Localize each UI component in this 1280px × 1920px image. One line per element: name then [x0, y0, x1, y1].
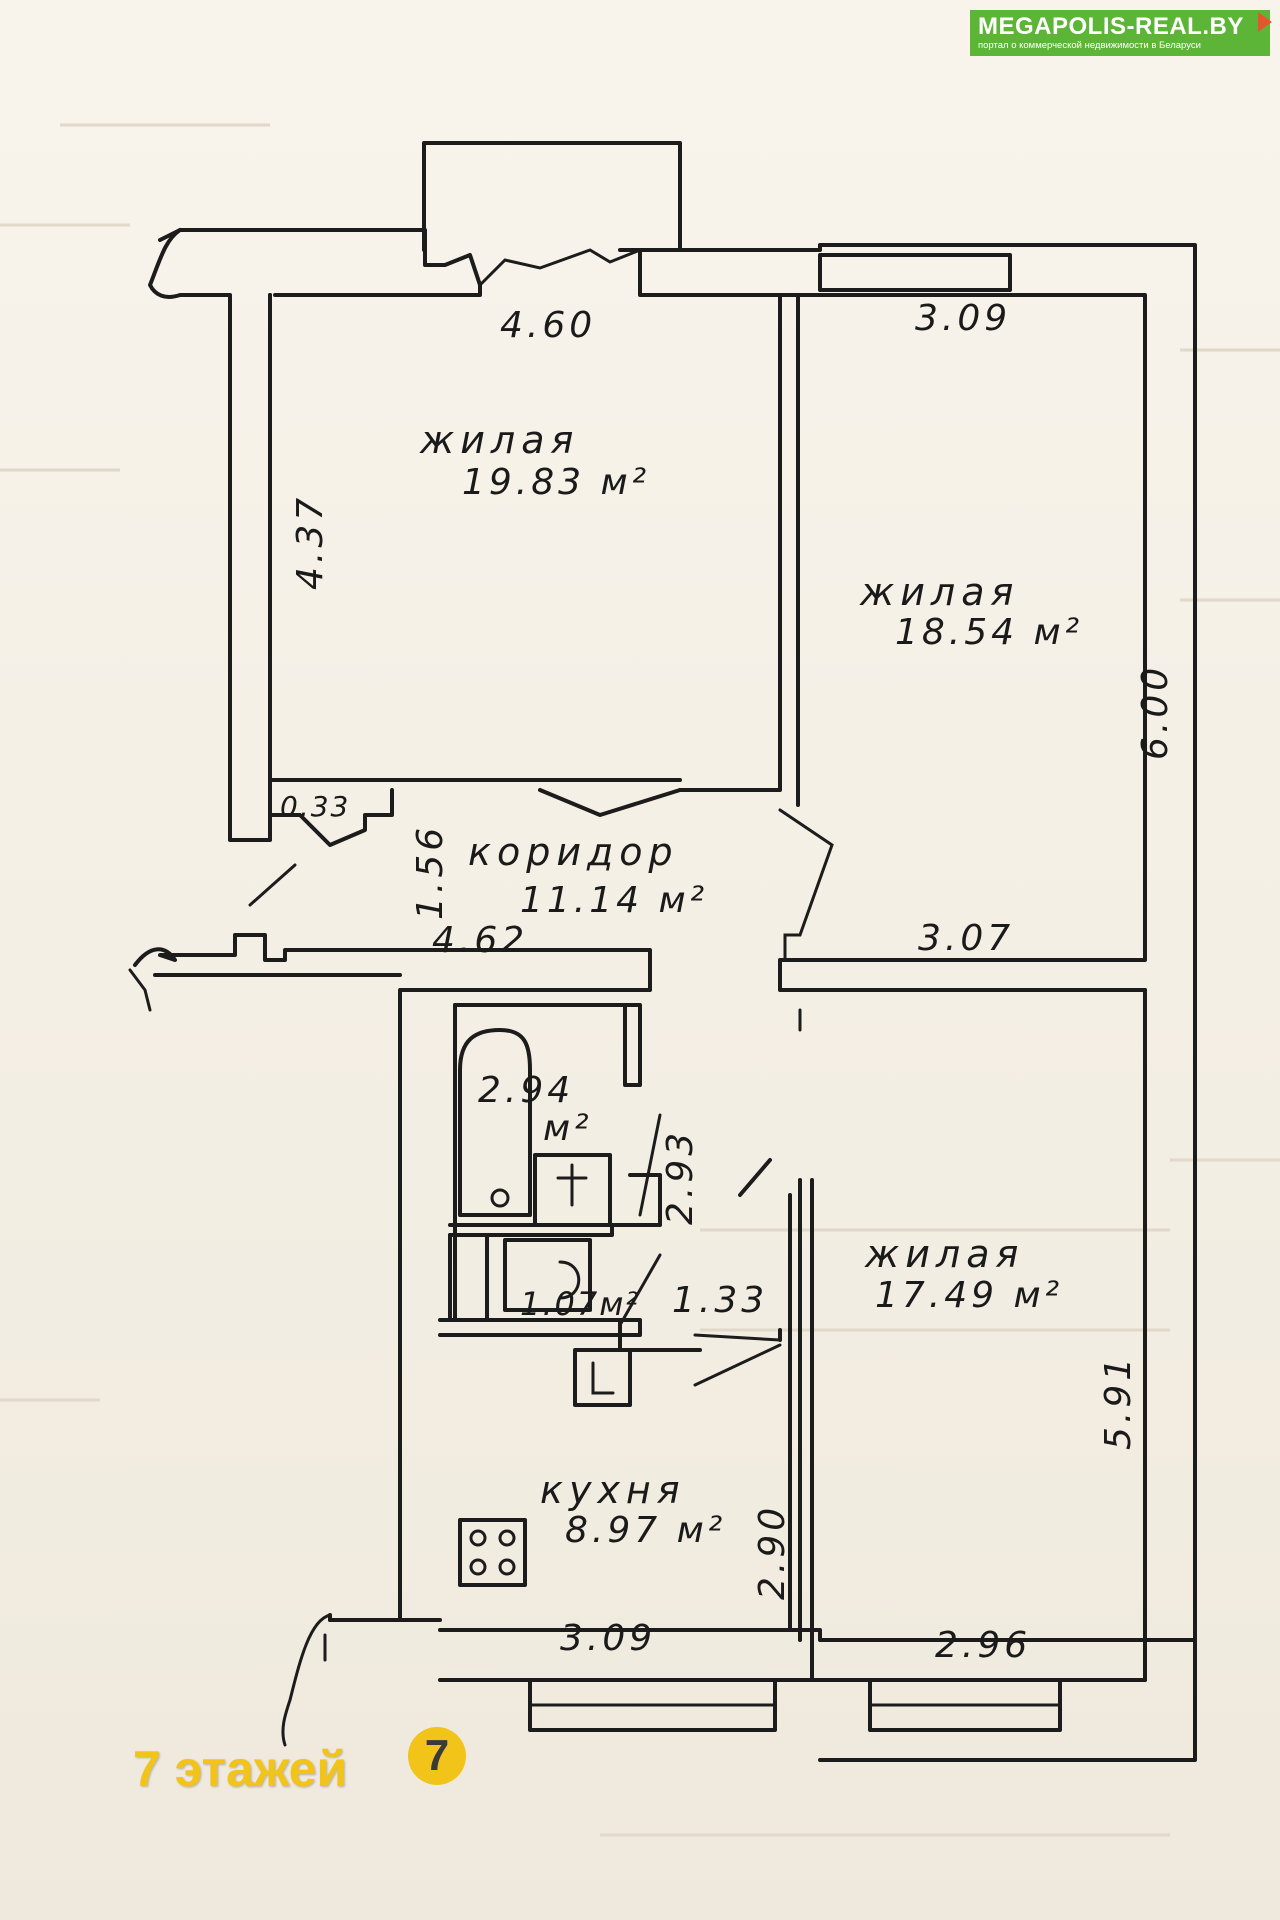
window-top-right	[818, 253, 1012, 292]
dim-3-09-top: 3.09	[915, 298, 1012, 339]
dim-3-07: 3.07	[918, 918, 1015, 959]
room-corridor-area: 11.14 м²	[520, 880, 709, 921]
closet	[268, 778, 394, 847]
room-living-right-bottom-area: 17.49 м²	[875, 1275, 1064, 1316]
sink	[573, 1348, 632, 1407]
dim-4-37: 4.37	[290, 493, 331, 590]
dim-0-33: 0.33	[280, 790, 351, 823]
logo-tagline: портал о коммерческой недвижимости в Бел…	[978, 40, 1201, 51]
room-kitchen-label: кухня	[540, 1468, 686, 1512]
room-kitchen-area: 8.97 м²	[565, 1510, 727, 1551]
entrance-wall	[133, 933, 652, 1622]
room-right-bottom	[810, 988, 1147, 1682]
left-wall	[148, 228, 272, 842]
balcony	[422, 141, 682, 252]
bathroom-area-unit: м²	[543, 1108, 593, 1149]
dim-4-60: 4.60	[500, 305, 597, 346]
window-bottom-left	[528, 1678, 777, 1732]
room-corridor-label: коридор	[468, 830, 679, 874]
dim-2-90: 2.90	[752, 1503, 793, 1600]
top-wall-left	[178, 228, 482, 297]
dim-6-00: 6.00	[1135, 663, 1176, 760]
room-right-top	[778, 293, 1147, 992]
dim-5-91: 5.91	[1098, 1353, 1139, 1450]
dim-1-33: 1.33	[672, 1280, 769, 1321]
top-wall-right-inner	[638, 248, 802, 297]
floors-caption: 7 этажей	[133, 1741, 348, 1797]
room-living-right-top-label: жилая	[860, 570, 1020, 614]
dim-2-93: 2.93	[660, 1128, 701, 1225]
dim-3-09-bottom: 3.09	[560, 1618, 657, 1659]
top-wall-right	[618, 243, 1197, 1762]
bathroom-area-value: 2.94	[478, 1070, 575, 1111]
site-logo[interactable]: MEGAPOLIS-REAL.BY портал о коммерческой …	[970, 10, 1272, 56]
room-living-top-area: 19.83 м²	[462, 462, 651, 503]
dim-1-56: 1.56	[410, 823, 451, 920]
room-top-left	[268, 293, 682, 782]
stove	[458, 1518, 527, 1587]
room-living-top-label: жилая	[420, 418, 580, 462]
bottom-wall	[438, 1628, 1197, 1642]
room-living-right-top-area: 18.54 м²	[895, 612, 1084, 653]
logo-flag-icon	[1258, 12, 1272, 32]
dim-4-62: 4.62	[432, 920, 529, 961]
corridor-doors	[538, 788, 682, 817]
toilet	[448, 1233, 592, 1322]
toilet-area: 1.07м²	[520, 1285, 641, 1323]
dim-2-96: 2.96	[935, 1625, 1032, 1666]
room-living-right-bottom-label: жилая	[865, 1232, 1025, 1276]
window-bottom-right	[868, 1678, 1062, 1732]
bathroom	[453, 1003, 642, 1087]
floor-badge: 7	[408, 1727, 466, 1785]
logo-name: MEGAPOLIS-REAL.BY	[978, 13, 1244, 40]
